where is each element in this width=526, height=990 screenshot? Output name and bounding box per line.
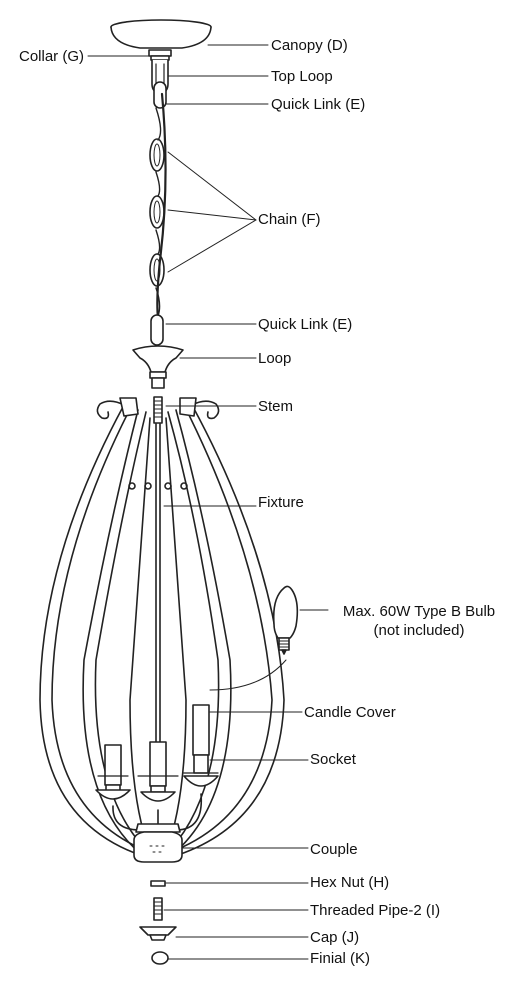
couple-label: Couple — [310, 841, 358, 858]
chain-label: Chain (F) — [258, 211, 321, 228]
stem-label: Stem — [258, 398, 294, 415]
loop-part — [132, 345, 184, 389]
chain-part — [149, 92, 167, 320]
leader-lines — [87, 44, 329, 960]
quick-link-bottom-label: Quick Link (E) — [258, 316, 353, 333]
quick-link-bottom-part — [150, 314, 164, 346]
loop-label: Loop — [258, 350, 292, 367]
bulb-part — [272, 585, 299, 655]
cap-part — [139, 926, 177, 941]
cap-label: Cap (J) — [310, 929, 360, 946]
threaded-pipe-label: Threaded Pipe-2 (I) — [310, 902, 441, 919]
canopy-part — [110, 19, 212, 49]
couple-part — [133, 823, 183, 863]
quick-link-top-label: Quick Link (E) — [271, 96, 366, 113]
stem-part — [153, 396, 163, 761]
socket-label: Socket — [310, 751, 356, 768]
socket-part — [95, 754, 219, 831]
fixture-part — [39, 397, 285, 856]
hex-nut-part — [150, 880, 166, 887]
threaded-pipe-part — [153, 897, 163, 921]
hex-nut-label: Hex Nut (H) — [310, 874, 390, 891]
top-loop-label: Top Loop — [271, 68, 333, 85]
finial-part — [151, 951, 169, 965]
canopy-label: Canopy (D) — [271, 37, 348, 54]
bulb-label-line2: (not included) — [373, 622, 465, 639]
candle-cover-part — [104, 704, 210, 787]
candle-cover-label: Candle Cover — [304, 704, 396, 721]
collar-label: Collar (G) — [19, 48, 85, 65]
collar-part — [148, 49, 172, 61]
bulb-label-line1: Max. 60W Type B Bulb — [342, 603, 496, 620]
finial-label: Finial (K) — [310, 950, 371, 967]
fixture-label: Fixture — [258, 494, 304, 511]
quick-link-top-part — [153, 81, 167, 109]
